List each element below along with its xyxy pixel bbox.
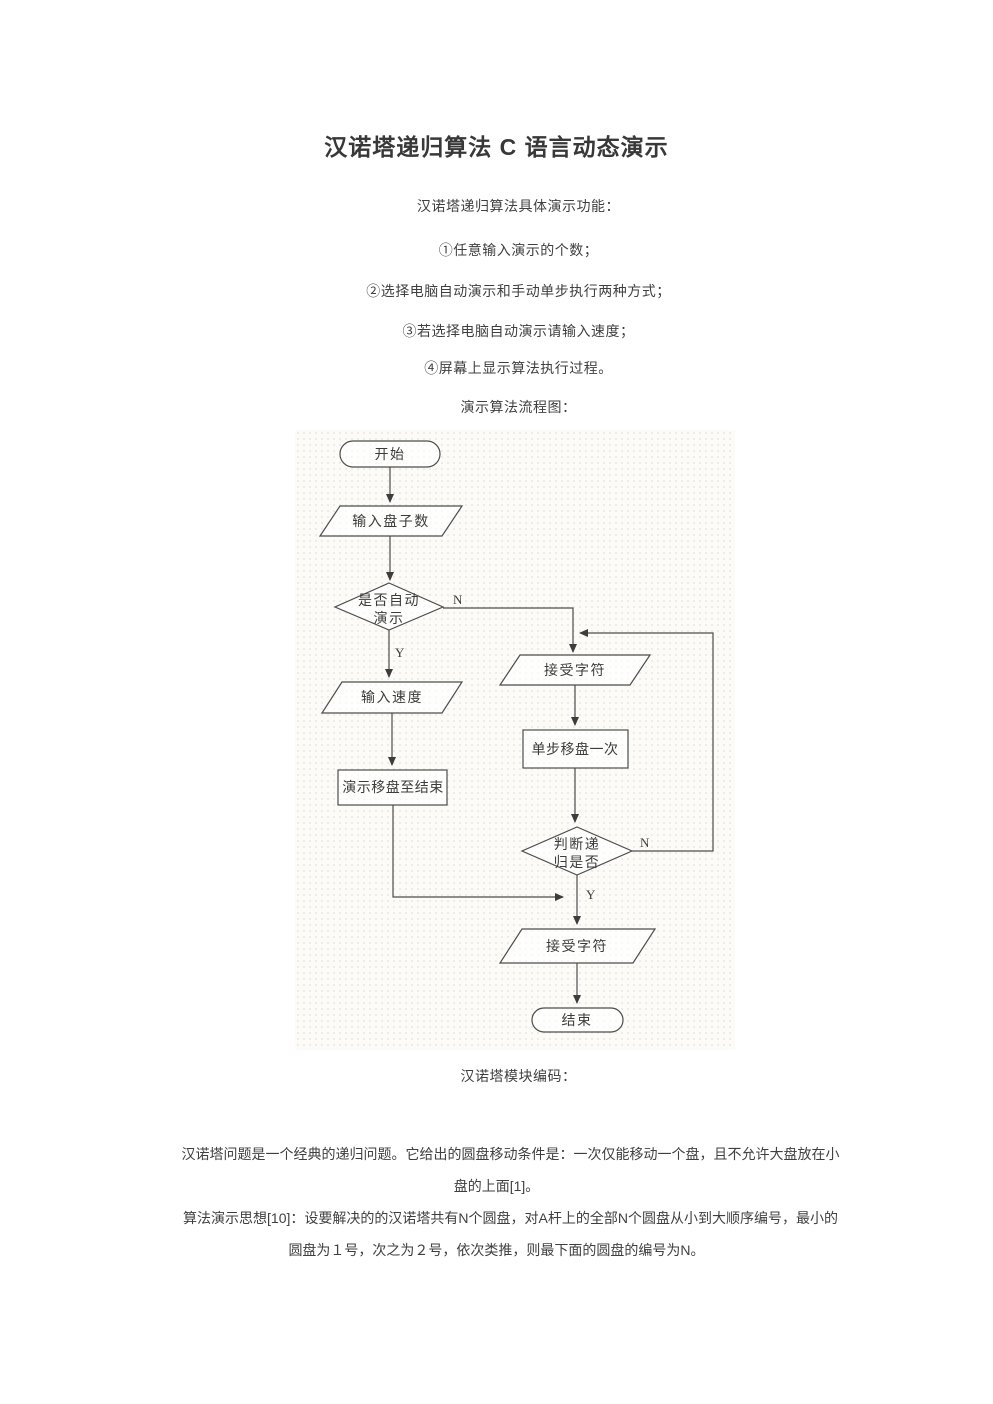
node-judge-recursion-shape [520,826,634,876]
feature-item-4: ④屏幕上显示算法执行过程。 [424,360,613,376]
node-start-label: 开始 [375,446,406,462]
node-start-shape [339,440,441,468]
node-accept-char-2-shape [498,928,657,964]
node-accept-char-1-label: 接受字符 [544,662,606,678]
flowchart-caption: 演示算法流程图： [460,399,577,415]
node-accept-char-2-label: 接受字符 [546,938,608,954]
module-heading: 汉诺塔模块编码： [460,1068,577,1084]
page-title: 汉诺塔递归算法 C 语言动态演示 [324,134,669,160]
node-end-label: 结束 [562,1012,593,1028]
branch-label-auto-no: N [453,592,463,607]
node-step-once-shape [522,729,629,769]
feature-item-2: ②选择电脑自动演示和手动单步执行两种方式； [366,283,671,299]
node-input-disks-label: 输入盘子数 [352,513,430,529]
node-auto-decision-label-1: 是否自动 [358,592,420,608]
paragraph-hanoi-problem: 汉诺塔问题是一个经典的递归问题。它给出的圆盘移动条件是：一次仅能移动一个盘，且不… [181,1146,840,1194]
node-input-disks-shape [318,505,464,537]
node-judge-recursion-label-2: 归是否 [554,854,601,870]
edge-demo-to-join [392,805,564,901]
node-step-once-label: 单步移盘一次 [532,741,619,757]
node-end-shape [531,1007,624,1033]
node-input-speed-label: 输入速度 [361,689,423,705]
node-auto-decision-shape [333,582,445,631]
feature-item-1: ①任意输入演示的个数； [438,242,599,258]
paragraph-algorithm-idea: 算法演示思想[10]：设要解决的的汉诺塔共有N个圆盘，对A杆上的全部N个圆盘从小… [183,1210,838,1258]
branch-label-judge-yes: Y [586,887,596,902]
branch-label-auto-yes: Y [395,645,405,660]
node-demo-to-end-shape [337,769,448,806]
flowchart: 开始 输入盘子数 是否自动 演示 输入速度 演示移盘至结束 接受字符 单步移盘一… [318,440,714,1033]
flowchart-image: 开始 输入盘子数 是否自动 演示 输入速度 演示移盘至结束 接受字符 单步移盘一… [295,430,735,1050]
node-judge-recursion-label-1: 判断递 [554,836,601,852]
edge-judge-no-loopback [579,629,714,852]
branch-label-judge-no: N [640,835,650,850]
intro-heading: 汉诺塔递归算法具体演示功能： [417,198,620,214]
node-input-speed-shape [320,681,464,714]
node-demo-to-end-label: 演示移盘至结束 [342,779,444,795]
feature-item-3: ③若选择电脑自动演示请输入速度； [402,323,635,339]
node-auto-decision-label-2: 演示 [374,610,405,626]
node-accept-char-1-shape [498,654,652,686]
edge-decision-no [443,607,577,653]
